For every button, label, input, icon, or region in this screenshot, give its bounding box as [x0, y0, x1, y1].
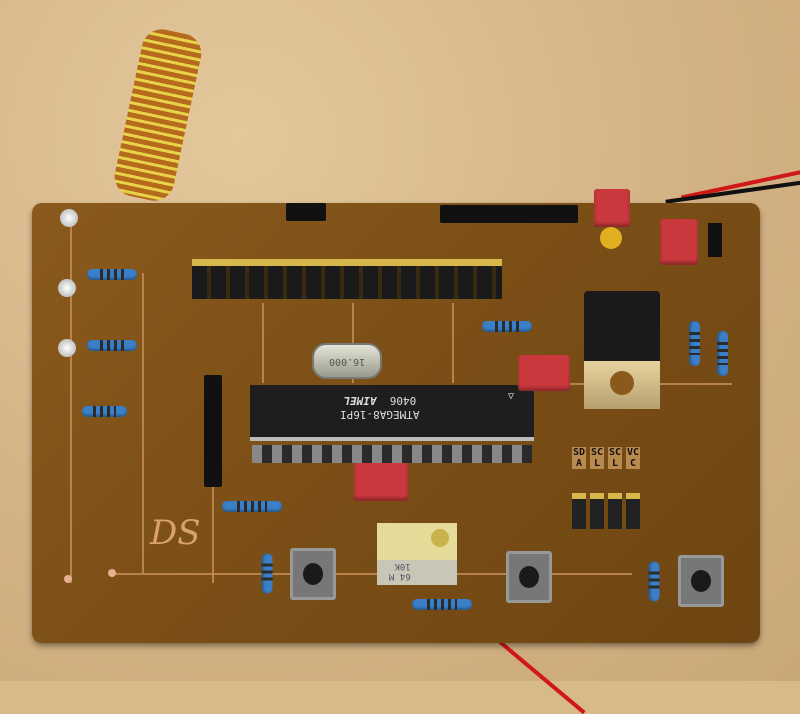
- label-pin-4: VCC: [626, 447, 640, 469]
- header-pin: [572, 493, 586, 529]
- crystal-label: 16.000: [328, 355, 366, 367]
- crystal: 16.000: [312, 343, 382, 379]
- push-button-2[interactable]: [506, 551, 552, 603]
- led: [58, 279, 76, 297]
- tantalum-capacitor: [600, 227, 622, 249]
- header-pin: [626, 493, 640, 529]
- voltage-regulator: [584, 291, 660, 409]
- socket-header-vertical: [204, 375, 222, 487]
- silkscreen-initials: DS: [150, 513, 201, 553]
- trimmer-code: 64 M: [389, 571, 411, 581]
- capacitor: [594, 189, 630, 227]
- chip-part-number: ATMEGA8-16PI: [340, 408, 420, 421]
- diode: [708, 223, 722, 257]
- resistor: [261, 553, 273, 594]
- label-pin-2: SCL: [590, 447, 604, 469]
- capacitor: [518, 355, 570, 391]
- resistor: [412, 599, 472, 610]
- led: [58, 339, 76, 357]
- chip-logo: AIMEL: [343, 394, 377, 407]
- chip-socket-pins: [252, 445, 532, 463]
- resistor: [717, 331, 728, 376]
- capacitor: [660, 219, 698, 265]
- label-pin-3: SCL: [608, 447, 622, 469]
- label-pin-1: SDA: [572, 447, 586, 469]
- microcontroller-chip: ATMEGA8-16PI 0406 AIMEL ▽: [250, 385, 534, 441]
- resistor: [87, 340, 137, 351]
- resistor: [648, 561, 660, 602]
- header-pin: [608, 493, 622, 529]
- pin1-marker-icon: ▽: [508, 391, 515, 402]
- resistor: [222, 501, 282, 512]
- resistor: [87, 269, 137, 280]
- resistor: [482, 321, 532, 332]
- push-button-1[interactable]: [290, 548, 336, 600]
- socket-header-top: [440, 205, 578, 223]
- push-button-3[interactable]: [678, 555, 724, 607]
- header-pin: [590, 493, 604, 529]
- capacitor: [354, 463, 408, 501]
- socket-header-small: [286, 203, 326, 221]
- resistor: [689, 321, 700, 366]
- pcb-board: 16.000 ATMEGA8-16PI 0406 AIMEL ▽ SDA SCL…: [32, 189, 760, 643]
- chip-date-code: 0406: [389, 394, 417, 407]
- pin-header-main: [192, 259, 502, 299]
- resistor: [82, 406, 127, 417]
- trimmer-value: 10K: [394, 561, 411, 571]
- led: [60, 209, 78, 227]
- trimmer-potentiometer: 64 M 10K: [377, 523, 457, 585]
